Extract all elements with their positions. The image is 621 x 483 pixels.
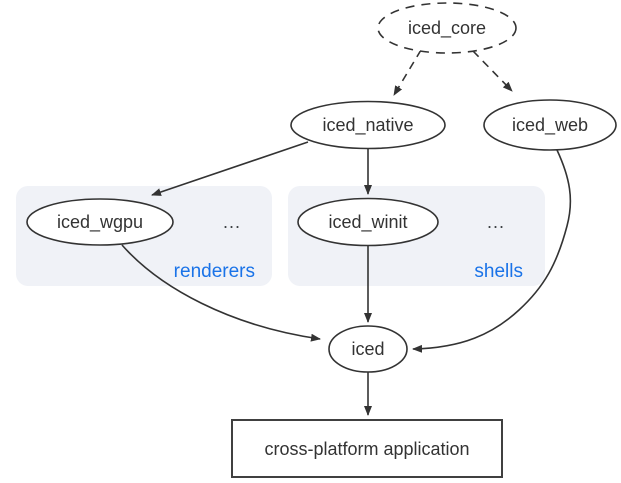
node-iced-web: iced_web — [483, 99, 617, 151]
node-iced-native: iced_native — [290, 100, 446, 150]
renderers-group-label: renderers — [174, 261, 255, 282]
iced-core-ellipse — [377, 2, 517, 54]
iced-label: iced — [351, 339, 384, 359]
iced-native-label: iced_native — [322, 115, 413, 136]
edge-iced-web-to-iced — [412, 149, 572, 353]
node-iced: iced — [328, 325, 408, 373]
renderers-ellipsis: ... — [223, 212, 241, 232]
shells-ellipsis: ... — [487, 212, 505, 232]
iced-web-label: iced_web — [512, 115, 588, 136]
iced-winit-label: iced_winit — [328, 212, 407, 233]
iced-ellipse — [328, 325, 408, 373]
edge-iced-core-to-iced-web — [472, 50, 513, 92]
node-iced-core: iced_core — [377, 2, 517, 54]
iced-winit-ellipse — [297, 197, 439, 247]
iced-wgpu-label: iced_wgpu — [57, 212, 143, 233]
node-iced-wgpu: iced_wgpu — [26, 198, 174, 246]
node-iced-winit: iced_winit — [297, 197, 439, 247]
application-rect — [231, 419, 503, 478]
edge-iced-wgpu-to-iced — [121, 244, 321, 342]
iced-core-label: iced_core — [408, 18, 486, 39]
iced-web-ellipse — [483, 99, 617, 151]
shells-group-label: shells — [474, 261, 523, 282]
iced-wgpu-ellipse — [26, 198, 174, 246]
node-application: cross-platform application — [231, 419, 503, 478]
edge-iced-core-to-iced-native — [393, 49, 422, 96]
application-label: cross-platform application — [264, 439, 469, 459]
iced-native-ellipse — [290, 100, 446, 150]
edge-iced-native-to-iced-wgpu — [151, 141, 309, 196]
